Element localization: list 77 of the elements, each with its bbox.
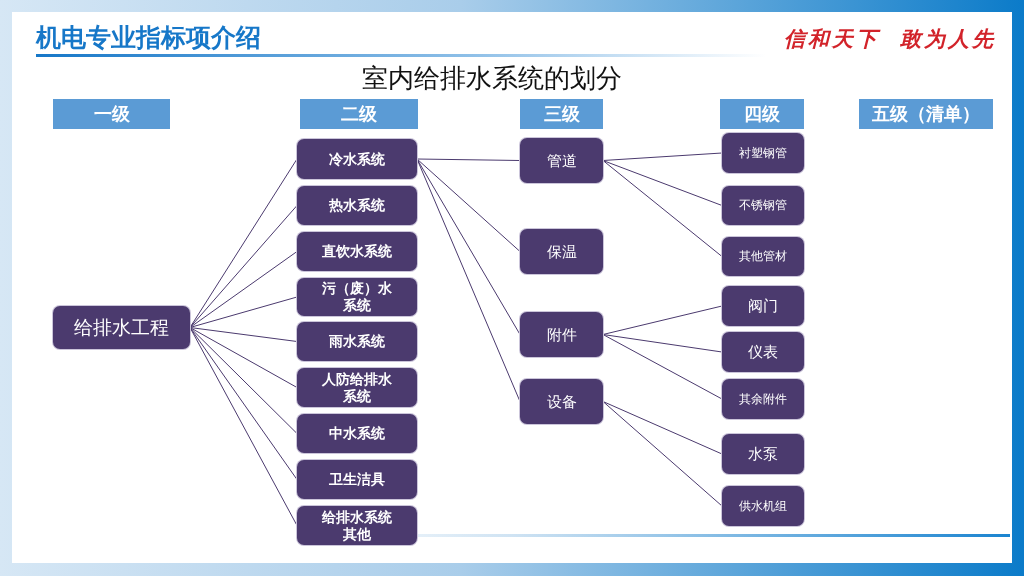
process-box: [520, 379, 603, 424]
connector-line: [602, 334, 723, 400]
process-box: [297, 139, 417, 179]
node-label: 管道: [546, 151, 577, 170]
connector-line: [189, 251, 298, 328]
node-label: 阀门: [748, 297, 778, 315]
node-label: 一级: [93, 103, 130, 125]
connector-line: [189, 327, 298, 342]
node-label: 其他管材: [739, 249, 787, 264]
node-label: 直饮水系统: [322, 243, 392, 260]
node-label: 五级（清单）: [872, 103, 980, 125]
connector-line: [602, 401, 723, 455]
process-box: [297, 322, 417, 361]
slide-heading: 机电专业指标项介绍: [36, 22, 261, 54]
connector-line: [416, 158, 521, 252]
process-box: [722, 486, 804, 526]
node-label: 雨水系统: [329, 333, 385, 350]
node-label: 保温: [546, 242, 577, 261]
node-label: 污（废）水系统: [321, 280, 393, 314]
node-label: 衬塑钢管: [739, 145, 787, 161]
process-box: [722, 186, 804, 225]
slogan-text: 信和天下 敢为人先: [784, 25, 997, 53]
node-label: 不锈钢管: [739, 198, 787, 213]
process-box: [297, 232, 417, 271]
process-box: [520, 229, 603, 274]
diagram-title: 室内给排水系统的划分: [362, 62, 622, 95]
process-box: [297, 278, 417, 316]
column-header: [520, 99, 603, 129]
node-label: 四级: [744, 103, 780, 125]
connector-line: [602, 160, 723, 257]
node-label: 给排水系统其他: [321, 508, 393, 543]
node-label: 卫生洁具: [329, 471, 385, 488]
node-label: 仪表: [748, 343, 778, 361]
node-label: 冷水系统: [329, 150, 385, 168]
process-box: [520, 138, 603, 183]
node-label: 热水系统: [329, 197, 385, 214]
connector-line: [189, 327, 298, 434]
process-box: [520, 312, 603, 357]
process-box: [722, 133, 804, 173]
connector-line: [416, 158, 521, 161]
column-header: [859, 99, 993, 129]
process-box: [722, 434, 804, 474]
process-box: [722, 379, 804, 419]
node-label: 二级: [341, 103, 377, 125]
connector-line: [602, 334, 723, 353]
connector-line: [602, 401, 723, 507]
process-box: [297, 368, 417, 407]
node-label: 供水机组: [739, 498, 787, 514]
column-header: [300, 99, 418, 129]
process-box: [722, 286, 804, 326]
connector-line: [602, 152, 723, 161]
connector-line: [189, 327, 298, 480]
node-label: 其余附件: [739, 391, 787, 407]
process-box: [722, 237, 804, 276]
node-label: 附件: [546, 325, 577, 344]
node-label: 设备: [546, 392, 577, 411]
connector-line: [602, 160, 723, 206]
node-label: 给排水工程: [74, 316, 169, 339]
node-label: 三级: [543, 103, 580, 125]
process-box: [53, 306, 190, 349]
connector-line: [189, 327, 298, 388]
process-box: [722, 332, 804, 372]
process-box: [297, 186, 417, 225]
node-label: 水泵: [748, 445, 778, 463]
process-box: [297, 506, 417, 545]
connector-line: [189, 327, 298, 526]
connector-line: [189, 158, 298, 328]
connector-line: [189, 205, 298, 328]
process-box: [297, 460, 417, 499]
connector-line: [189, 296, 298, 328]
process-box: [297, 414, 417, 453]
column-header: [720, 99, 804, 129]
connector-line: [602, 305, 723, 335]
column-header: [53, 99, 170, 129]
node-label: 人防给排水系统: [321, 370, 393, 405]
node-label: 中水系统: [329, 425, 385, 442]
connector-line: [416, 158, 521, 335]
